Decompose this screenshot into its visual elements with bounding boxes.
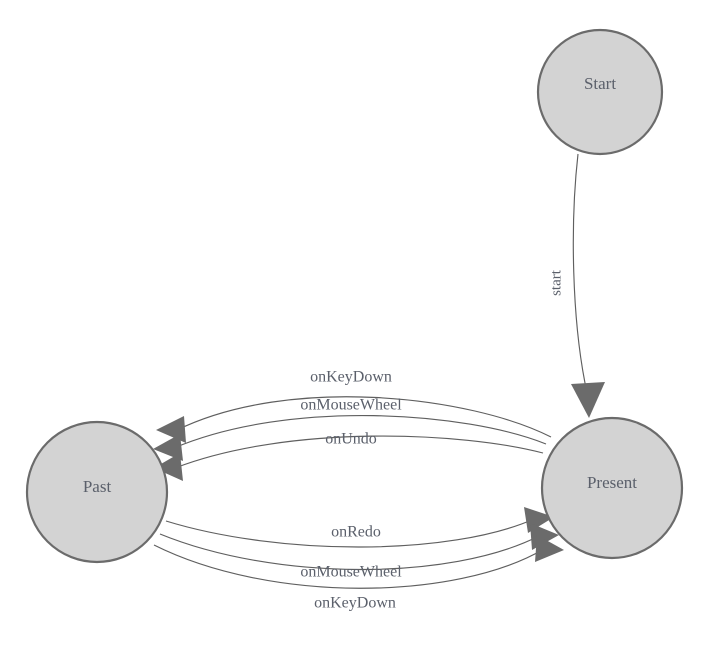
edge-present-to-past-onundo-label: onUndo <box>325 431 377 448</box>
edge-past-to-present-onmousewheel-path <box>159 533 540 571</box>
edge-present-to-past-onkeydown-label: onKeyDown <box>310 369 392 386</box>
edge-past-to-present-onredo-label: onRedo <box>331 524 381 541</box>
node-past-label: Past <box>83 477 112 496</box>
edge-present-to-past-onundo-arrowhead <box>154 453 183 481</box>
edge-start-to-present-label: start <box>548 269 564 296</box>
edge-past-to-present-onkeydown[interactable]: onKeyDown <box>153 535 564 612</box>
edge-present-to-past-onkeydown-path <box>176 396 552 438</box>
edge-start-to-present-arrowhead <box>571 382 605 418</box>
edge-past-to-present-onredo-path <box>165 518 535 548</box>
edge-present-to-past-onundo[interactable]: onUndo <box>154 431 544 481</box>
edge-present-to-past-onkeydown-arrowhead <box>156 416 186 443</box>
edge-present-to-past-onmousewheel-path <box>173 415 547 449</box>
edge-past-to-present-onredo[interactable]: onRedo <box>165 507 554 548</box>
edge-present-to-past-onmousewheel-arrowhead <box>153 434 183 461</box>
node-start-label: Start <box>584 74 616 93</box>
node-present[interactable]: Present <box>540 416 684 560</box>
edge-past-to-present-onkeydown-label: onKeyDown <box>314 595 396 612</box>
node-start[interactable]: Start <box>536 28 664 156</box>
edge-present-to-past-onmousewheel[interactable]: onMouseWheel <box>153 397 547 461</box>
edge-past-to-present-onkeydown-arrowhead <box>535 535 564 562</box>
node-start-circle <box>536 28 664 156</box>
node-present-circle <box>540 416 684 560</box>
edge-start-to-present-path <box>572 153 587 389</box>
edge-past-to-present-onkeydown-path <box>153 544 545 589</box>
edge-present-to-past-onundo-path <box>174 435 544 469</box>
node-present-label: Present <box>587 473 637 492</box>
edge-start-to-present[interactable]: start <box>548 153 605 418</box>
node-past-circle <box>25 420 169 564</box>
edge-past-to-present-onmousewheel-label: onMouseWheel <box>300 564 402 581</box>
node-past[interactable]: Past <box>25 420 169 564</box>
edge-present-to-past-onmousewheel-label: onMouseWheel <box>300 397 402 414</box>
